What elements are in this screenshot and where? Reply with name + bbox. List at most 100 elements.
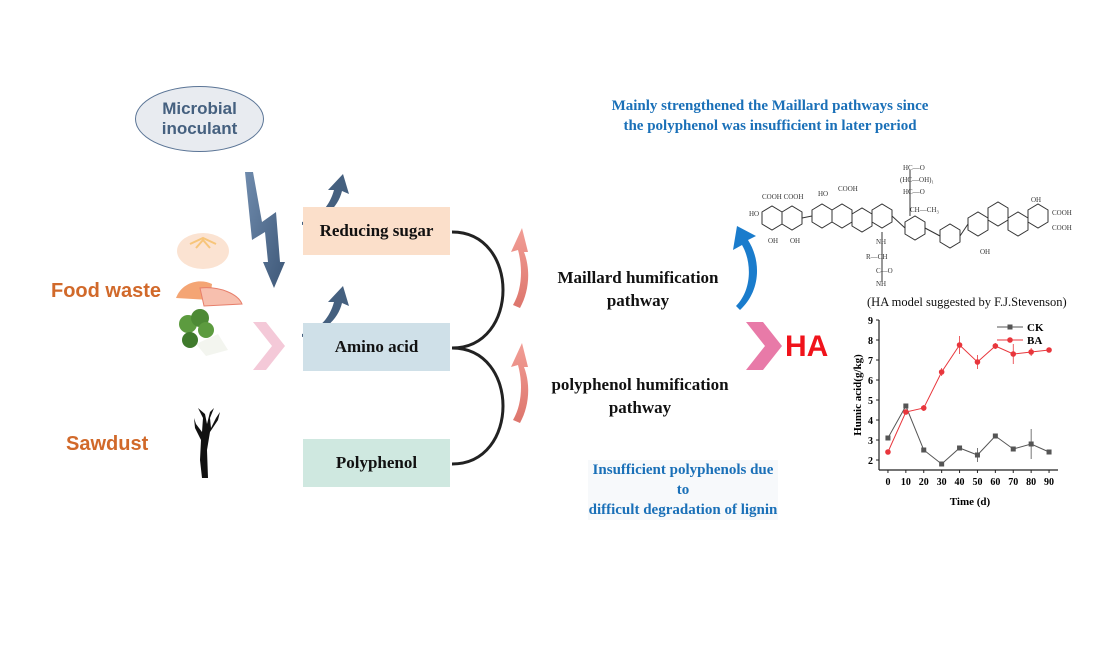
data-point	[920, 405, 927, 411]
x-tick-label: 10	[901, 477, 911, 488]
data-point	[939, 461, 945, 467]
data-point	[1010, 446, 1016, 452]
svg-text:HO: HO	[818, 190, 828, 198]
svg-text:NH: NH	[876, 280, 886, 288]
svg-text:NH: NH	[876, 238, 886, 246]
svg-text:R—CH: R—CH	[866, 253, 887, 261]
x-tick-label: 20	[919, 477, 929, 488]
svg-text:COOH: COOH	[1052, 209, 1072, 217]
connector-sugar-amino	[451, 230, 505, 350]
amino-acid-box: Amino acid	[303, 323, 450, 371]
polyphenol-note-line1: Insufficient polyphenols due to	[592, 462, 774, 498]
data-point	[885, 435, 891, 441]
y-tick-label: 5	[868, 396, 873, 407]
connector-amino-poly	[451, 346, 505, 466]
microbial-inoculant-node: Microbial inoculant	[135, 86, 264, 152]
maillard-pathway-label: Maillard humification pathway	[548, 266, 728, 312]
data-point	[938, 369, 945, 375]
increase-arrow-icon	[302, 174, 349, 225]
food-broccoli-icon	[179, 309, 228, 356]
series-ck	[885, 403, 1052, 467]
maillard-note-line2: the polyphenol was insufficient in later…	[623, 118, 917, 134]
svg-text:OH: OH	[768, 237, 778, 245]
series-line-ba	[887, 344, 1050, 453]
series-ba	[885, 336, 1052, 455]
polyphenol-note: Insufficient polyphenols due to difficul…	[588, 460, 778, 520]
pathway-arrow-icon	[511, 343, 529, 423]
food-waste-label: Food waste	[51, 280, 162, 302]
legend-label: CK	[1027, 322, 1044, 334]
polyphenol-pathway-line1: polyphenol humification	[551, 375, 729, 394]
y-tick-label: 2	[868, 456, 873, 467]
polyphenol-pathway-line2: pathway	[608, 398, 672, 417]
x-tick-label: 70	[1008, 477, 1018, 488]
data-point	[921, 447, 927, 453]
pathway-arrow-icon	[511, 228, 529, 308]
lightning-arrow-icon	[245, 172, 285, 288]
polyphenol-box: Polyphenol	[303, 439, 450, 487]
svg-text:COOH: COOH	[1052, 224, 1072, 232]
data-point	[992, 343, 999, 349]
svg-text:CH—CH₃: CH—CH₃	[910, 206, 939, 214]
svg-text:HO: HO	[749, 210, 759, 218]
data-point	[1028, 441, 1034, 447]
data-point	[957, 445, 963, 451]
data-point	[903, 409, 909, 415]
x-tick-label: 0	[885, 477, 890, 488]
svg-text:HC—O: HC—O	[903, 188, 925, 196]
food-meat-icon	[176, 281, 243, 307]
svg-text:OH: OH	[1031, 196, 1041, 204]
ha-product-label: HA	[785, 330, 829, 363]
svg-text:COOH COOH: COOH COOH	[762, 193, 803, 201]
chart-series	[885, 336, 1052, 467]
sawdust-label: Sawdust	[66, 433, 149, 455]
svg-text:C—O: C—O	[876, 267, 893, 275]
x-tick-label: 60	[990, 477, 1000, 488]
svg-text:OH: OH	[790, 237, 800, 245]
svg-text:COOH: COOH	[838, 185, 858, 193]
legend-marker	[1007, 337, 1013, 343]
series-line-ck	[887, 404, 1050, 465]
y-tick-label: 4	[868, 416, 873, 427]
data-point	[956, 342, 963, 348]
chart-ylabel: Humic acid(g/kg)	[852, 354, 864, 436]
x-tick-label: 50	[972, 477, 982, 488]
svg-text:OH: OH	[980, 248, 990, 256]
inoculant-line1: Microbial	[162, 99, 237, 118]
data-point	[903, 403, 909, 409]
chevron-right-icon	[746, 322, 782, 370]
polyphenol-pathway-label: polyphenol humification pathway	[540, 373, 740, 419]
increase-arrow-icon	[302, 286, 349, 337]
inoculant-line2: inoculant	[161, 119, 238, 138]
legend-label: BA	[1027, 335, 1042, 347]
data-point	[885, 449, 891, 455]
chart-xlabel: Time (d)	[950, 496, 991, 508]
data-point	[1046, 449, 1052, 455]
data-point	[992, 433, 998, 439]
y-tick-label: 3	[868, 436, 873, 447]
x-tick-label: 90	[1044, 477, 1054, 488]
data-point	[974, 359, 981, 365]
maillard-note-line1: Mainly strengthened the Maillard pathway…	[611, 98, 929, 114]
chevron-right-icon	[253, 322, 285, 370]
ha-model-caption: (HA model suggested by F.J.Stevenson)	[867, 295, 1067, 309]
data-point	[974, 452, 980, 458]
y-tick-label: 9	[868, 316, 873, 327]
svg-text:HC—O: HC—O	[903, 164, 925, 172]
x-tick-label: 80	[1026, 477, 1036, 488]
x-tick-label: 30	[937, 477, 947, 488]
ha-molecule-labels: COOH COOH COOH HO HO OH OH HC—O (HC—OH)₁…	[749, 164, 1072, 288]
maillard-arrow-icon	[733, 226, 758, 310]
maillard-pathway-line2: pathway	[606, 291, 670, 310]
x-tick-label: 40	[955, 477, 965, 488]
ha-molecule-diagram	[761, 170, 1049, 282]
y-tick-label: 6	[868, 376, 873, 387]
y-tick-label: 8	[868, 336, 873, 347]
data-point	[1010, 351, 1017, 357]
polyphenol-note-line2: difficult degradation of lignin	[588, 502, 778, 518]
data-point	[1028, 349, 1034, 355]
